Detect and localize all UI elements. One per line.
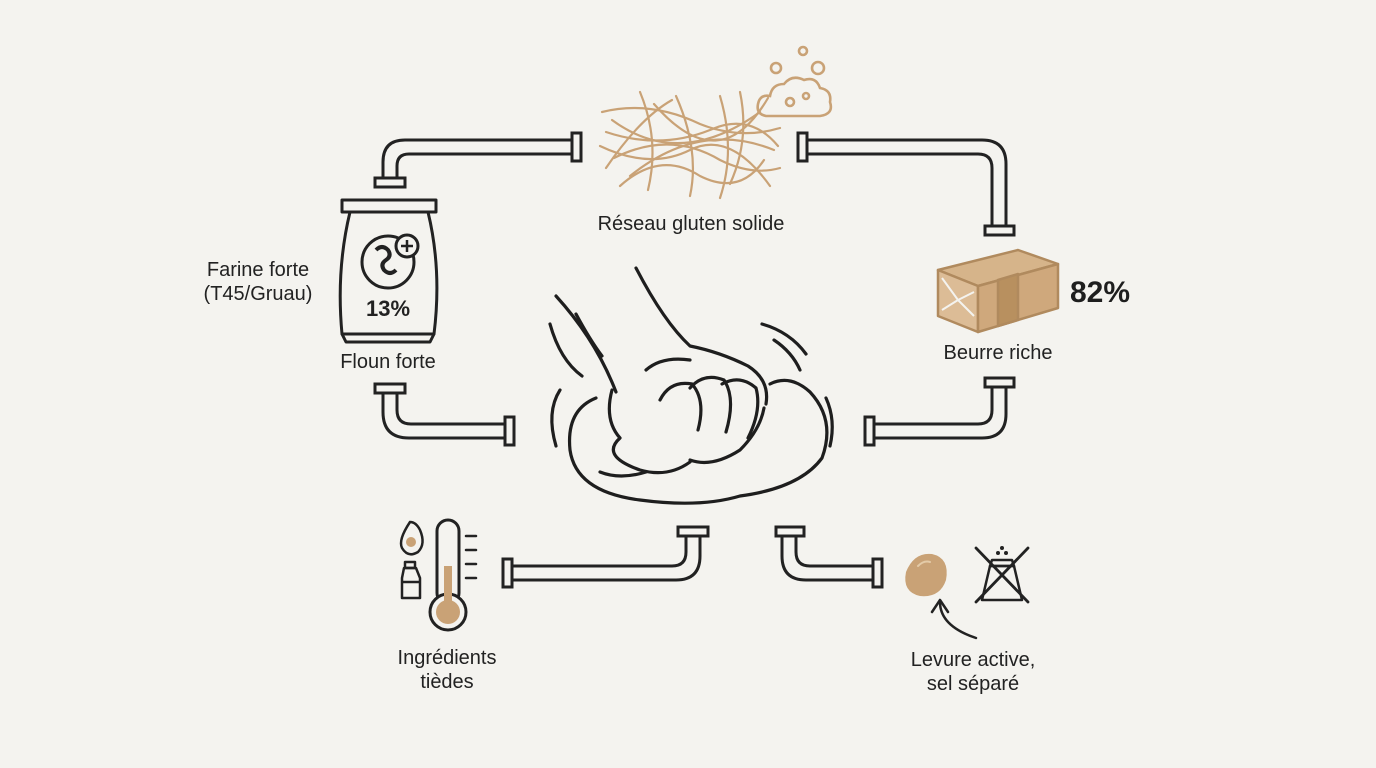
label-protein-pct: 13% [365,296,411,321]
arrow-icon [930,598,978,640]
butter-block-icon [936,248,1060,334]
pipe-top-right [796,131,1016,237]
label-butter: Beurre riche [943,342,1053,364]
yeast-egg-icon [905,553,947,597]
label-farine-line1: Farine forte [206,259,310,281]
label-gluten: Réseau gluten solide [597,213,785,235]
label-yeast-line1: Levure active, [910,649,1036,671]
gluten-strands-icon [598,90,782,200]
fermentation-bubbles-icon [756,45,833,118]
label-yeast: Levure active, sel séparé [911,648,1036,696]
thermometer-icon [428,518,478,632]
label-farine-line2: (T45/Gruau) [203,283,313,305]
milk-bottle-icon [400,560,422,600]
label-temperature-line2: tièdes [420,671,474,693]
label-temperature: Ingrédients tièdes [398,646,497,694]
flour-bag-icon [338,198,439,344]
label-floun: Floun forte [340,351,436,373]
pipe-mid-left [373,382,516,447]
pipe-bottom-right [774,525,884,589]
kneading-hand-dough-icon [548,266,834,505]
egg-icon [399,520,424,556]
label-butter-pct: 82% [1070,276,1131,309]
pipe-top-left [373,131,583,189]
label-yeast-line2: sel séparé [926,673,1020,695]
pipe-mid-right [863,376,1016,447]
label-temperature-line1: Ingrédients [397,647,497,669]
no-salt-shaker-icon [974,546,1030,604]
pipe-bottom-left [501,525,710,589]
label-farine: Farine forte (T45/Gruau) [204,258,313,306]
